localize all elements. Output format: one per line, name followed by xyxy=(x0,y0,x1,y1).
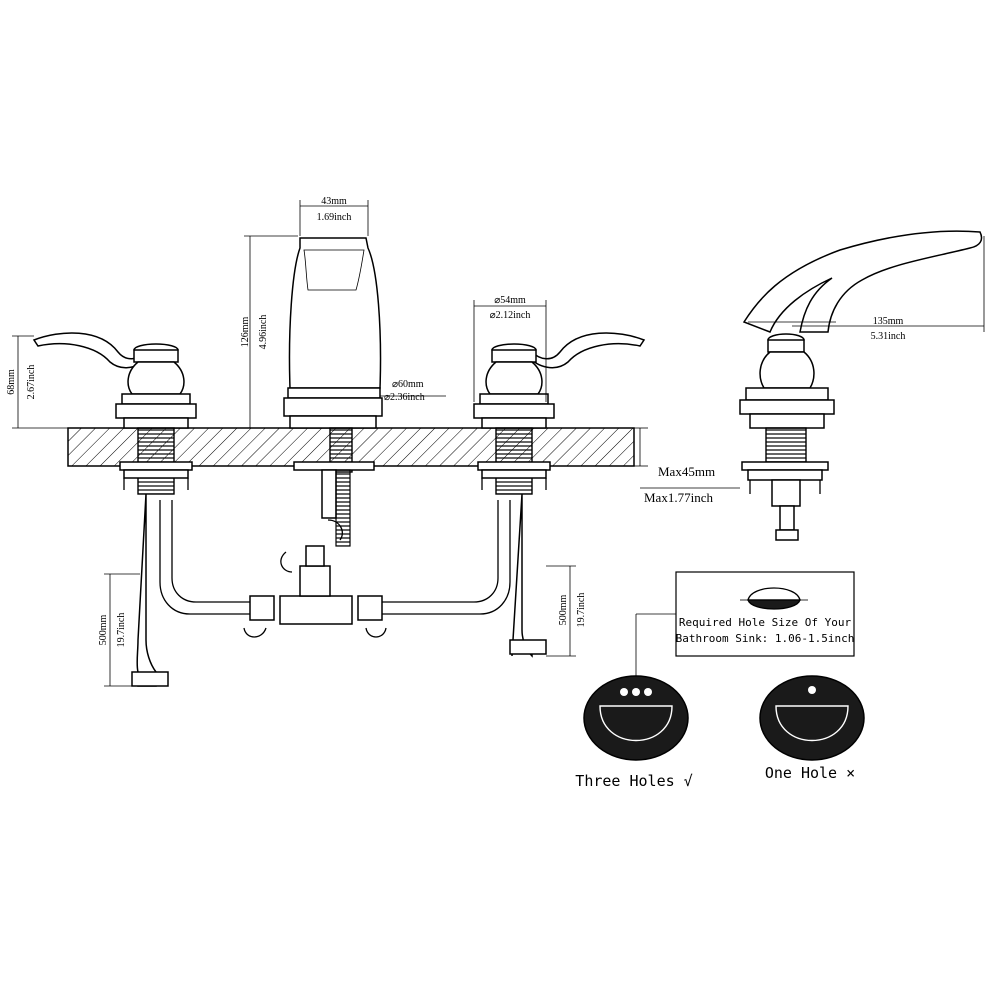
handle-height-in: 2.67inch xyxy=(26,365,37,400)
hole-note-line2: Bathroom Sink: 1.06-1.5inch xyxy=(676,632,855,645)
hose-right-in: 19.7inch xyxy=(576,593,587,628)
right-handle-valve xyxy=(473,332,646,495)
deck-max-in: Max1.77inch xyxy=(644,490,713,505)
hole-fill-icon xyxy=(747,599,801,610)
deck-max-mm: Max45mm xyxy=(658,464,715,479)
handle-height-mm: 68mm xyxy=(6,369,17,395)
spout-reach-mm: 135mm xyxy=(873,316,904,327)
handle-base-in: ⌀2.12inch xyxy=(490,310,531,321)
spout-reach-in: 5.31inch xyxy=(871,331,906,342)
hole-note-line1: Required Hole Size Of Your xyxy=(679,616,852,629)
spout-width-in: 1.69inch xyxy=(317,212,352,223)
one-hole-label: One Hole × xyxy=(765,764,855,782)
one-hole-sink-icon xyxy=(759,675,865,761)
side-view-faucet xyxy=(739,230,983,541)
hole-size-note xyxy=(635,571,855,686)
spout-width-mm: 43mm xyxy=(321,196,347,207)
hose-left-mm: 500mm xyxy=(98,615,109,646)
hose-left-in: 19.7inch xyxy=(116,613,127,648)
spout-height-in: 4.96inch xyxy=(258,315,269,350)
plumbing-hoses xyxy=(131,493,547,687)
spout-height-mm: 126mm xyxy=(240,317,251,348)
three-hole-sink-icon xyxy=(583,675,689,761)
spout-base-in: ⌀2.36inch xyxy=(384,392,425,403)
hose-right-mm: 500mm xyxy=(558,595,569,626)
left-handle-valve xyxy=(32,332,197,495)
three-holes-label: Three Holes √ xyxy=(575,772,692,790)
center-spout xyxy=(283,237,383,547)
handle-base-mm: ⌀54mm xyxy=(494,295,526,306)
dimension-lines xyxy=(12,200,985,687)
spout-base-mm: ⌀60mm xyxy=(392,379,424,390)
